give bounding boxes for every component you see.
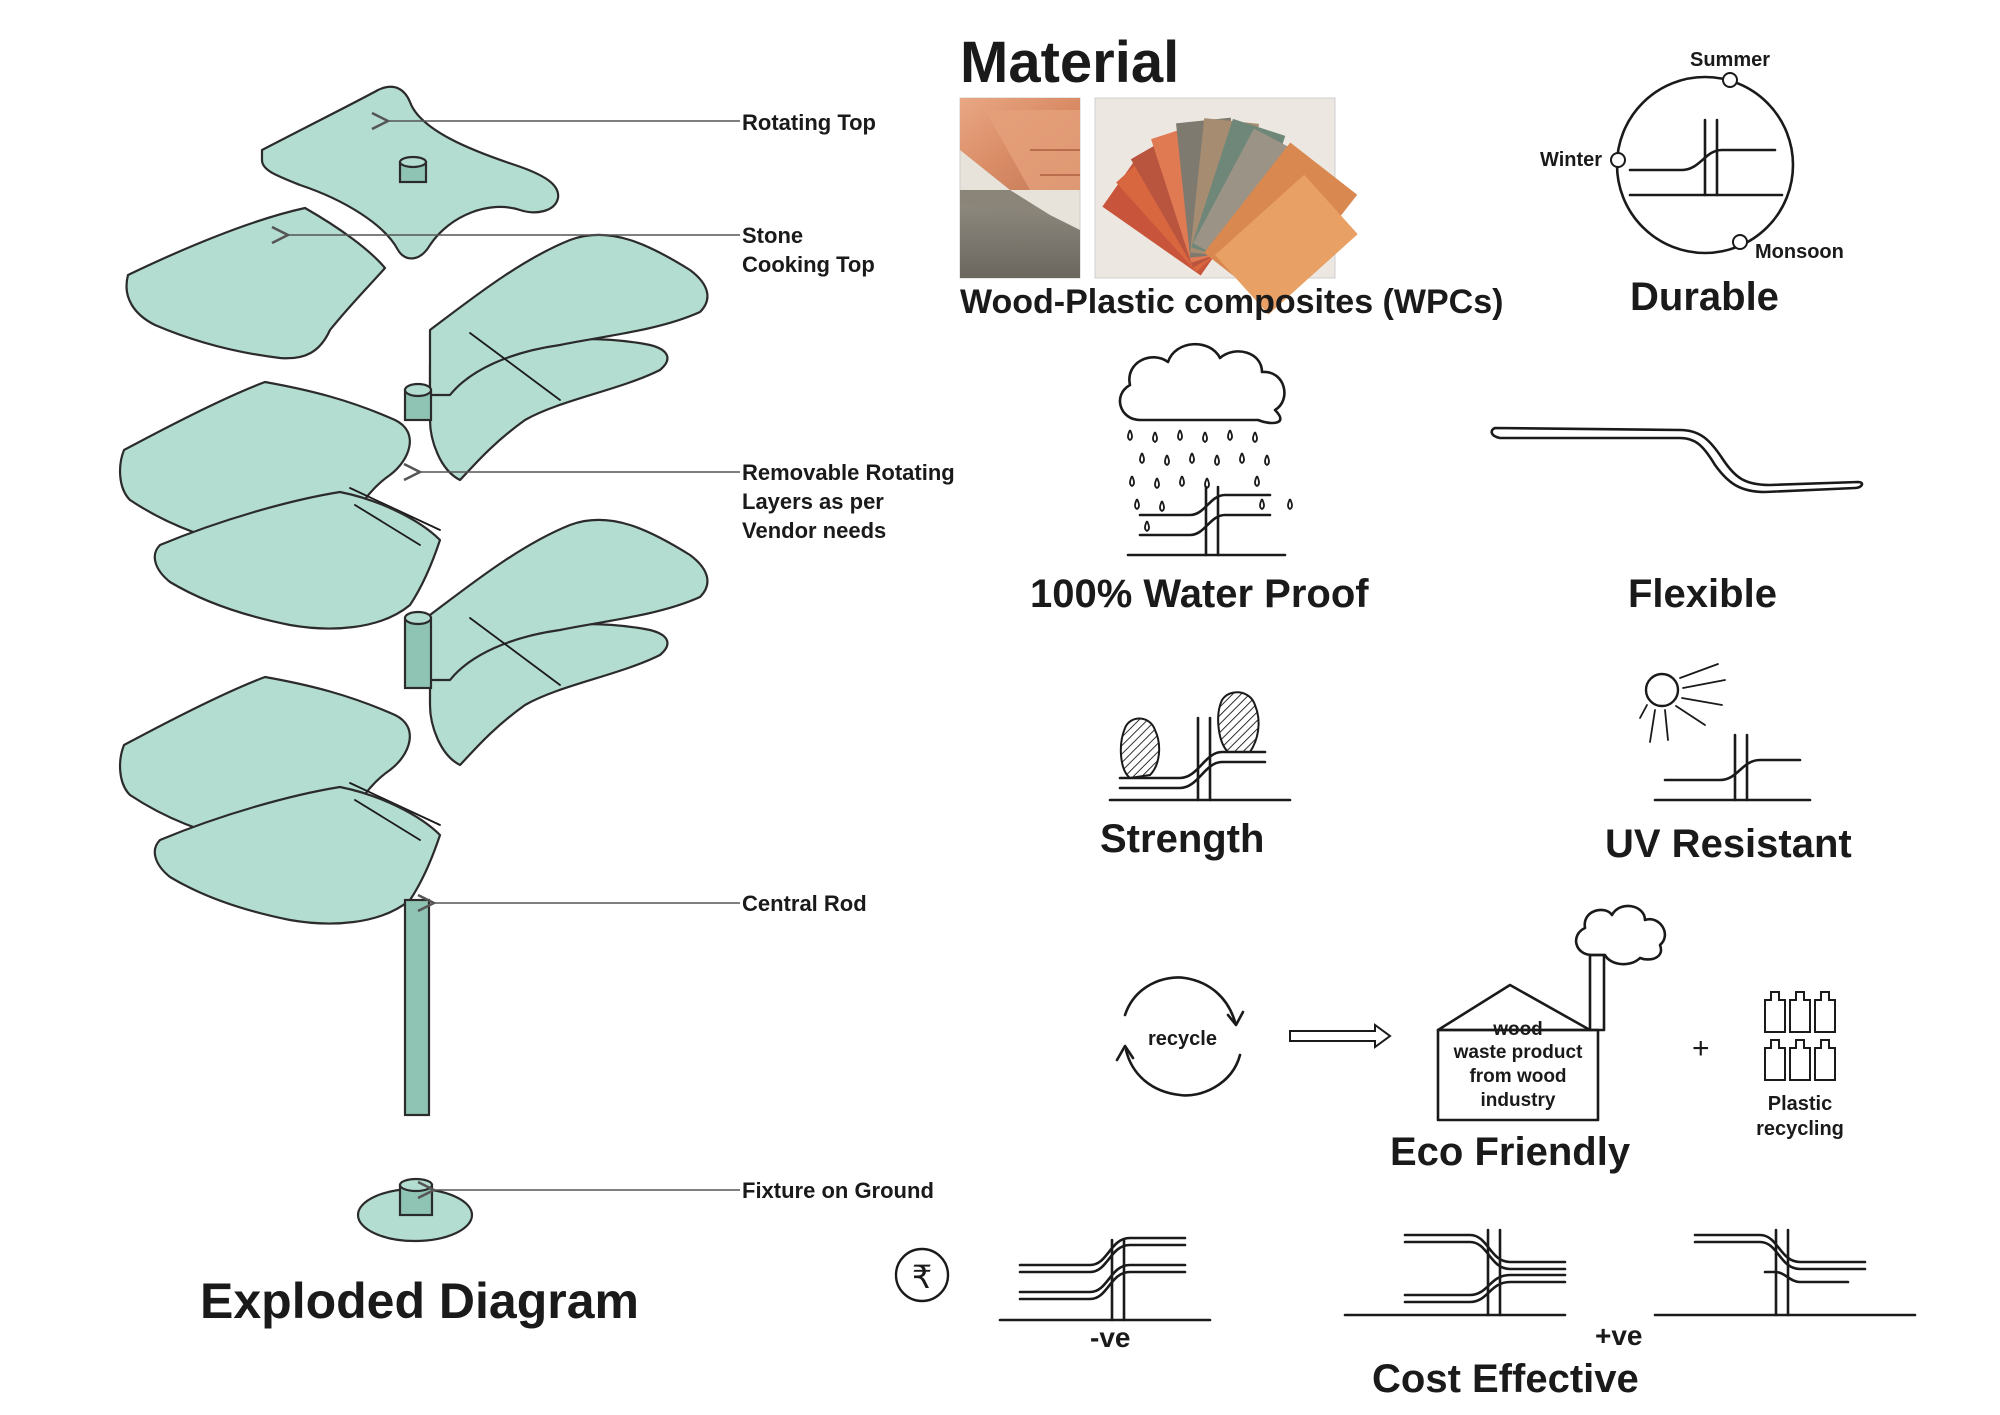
season-monsoon: Monsoon: [1755, 241, 1844, 263]
material-photo-planks: [959, 97, 1081, 279]
cost-positive-stall-icon-b: [1653, 1228, 1917, 1317]
exploded-diagram: Rotating Top Stone Cooking Top Removable…: [118, 85, 955, 1329]
material-section: Material: [959, 30, 1503, 321]
cost-effective-section: ₹ -ve +ve Cost: [894, 1228, 1917, 1401]
material-caption: Wood-Plastic composites (WPCs): [960, 283, 1503, 321]
exploded-diagram-title: Exploded Diagram: [200, 1273, 639, 1329]
label-central-rod: Central Rod: [742, 891, 867, 916]
label-stone-line2: Cooking Top: [742, 252, 875, 277]
factory-text-line3: from wood: [1469, 1066, 1566, 1087]
rain-drops-icon: [1127, 429, 1293, 533]
uv-stall-icon: [1653, 733, 1812, 802]
summer-marker-icon: [1722, 72, 1738, 88]
eco-friendly-title: Eco Friendly: [1390, 1130, 1631, 1174]
cost-negative-stall-icon: [998, 1236, 1212, 1322]
plastic-label-line1: Plastic: [1768, 1093, 1832, 1115]
winter-marker-icon: [1610, 152, 1626, 168]
plastic-bottles-icon: [1764, 991, 1836, 1081]
material-photo-samples: [1094, 97, 1358, 315]
season-winter: Winter: [1540, 149, 1602, 171]
label-stone-line1: Stone: [742, 223, 803, 248]
cost-positive-label: +ve: [1595, 1320, 1643, 1351]
rupee-symbol: ₹: [912, 1258, 932, 1296]
plus-sign: +: [1692, 1032, 1710, 1065]
cost-effective-title: Cost Effective: [1372, 1357, 1639, 1401]
sun-icon: [1644, 672, 1680, 708]
water-proof-section: 100% Water Proof: [1030, 342, 1369, 616]
plastic-label-line2: recycling: [1756, 1118, 1844, 1140]
flexible-section: Flexible: [1490, 426, 1864, 616]
waterproof-stall-icon: [1126, 485, 1287, 557]
durable-section: Summer Winter Monsoon Durable: [1540, 49, 1844, 319]
factory-text-line1: wood: [1492, 1019, 1543, 1040]
uv-resistant-title: UV Resistant: [1605, 822, 1852, 866]
label-rotating-top: Rotating Top: [742, 110, 876, 135]
strength-section: Strength: [1100, 691, 1292, 861]
recycle-label: recycle: [1148, 1028, 1217, 1050]
label-fixture: Fixture on Ground: [742, 1178, 934, 1203]
rotating-layer-set-lower: [118, 518, 709, 925]
cloud-icon: [1118, 342, 1286, 425]
stone-cooking-top-part: [125, 206, 387, 360]
arrow-right-icon: [1289, 1023, 1392, 1049]
factory-text-line2: waste product: [1453, 1042, 1583, 1063]
flexible-title: Flexible: [1628, 572, 1777, 616]
label-removable-line2: Layers as per: [742, 489, 884, 514]
strength-title: Strength: [1100, 817, 1264, 861]
label-removable-line3: Vendor needs: [742, 518, 886, 543]
monsoon-marker-icon: [1732, 234, 1748, 250]
eco-friendly-section: recycle wood waste product from wood ind…: [1115, 904, 1844, 1174]
label-removable-line1: Removable Rotating: [742, 460, 955, 485]
weight-left-icon: [1119, 717, 1161, 780]
durable-title: Durable: [1630, 275, 1779, 319]
factory-icon: [1436, 904, 1667, 1122]
durable-stall-icon: [1628, 118, 1784, 197]
season-summer: Summer: [1690, 49, 1770, 71]
weight-right-icon: [1217, 691, 1260, 753]
recycle-icon: [1115, 976, 1245, 1097]
sun-rays-icon: [1639, 663, 1726, 743]
flexible-board-icon: [1490, 426, 1864, 494]
strength-stall-icon: [1108, 716, 1292, 802]
uv-resistant-section: UV Resistant: [1605, 663, 1852, 866]
factory-text-line4: industry: [1481, 1090, 1556, 1111]
water-proof-title: 100% Water Proof: [1030, 572, 1369, 616]
material-heading: Material: [960, 30, 1179, 95]
central-rod-part: [403, 898, 431, 1117]
cost-negative-label: -ve: [1090, 1322, 1130, 1353]
rupee-icon: [894, 1247, 950, 1303]
ground-fixture-part: [356, 1177, 474, 1243]
rotating-layer-set-upper: [118, 233, 709, 630]
rotating-top-part: [260, 85, 560, 260]
cost-positive-stall-icon-a: [1343, 1228, 1567, 1317]
